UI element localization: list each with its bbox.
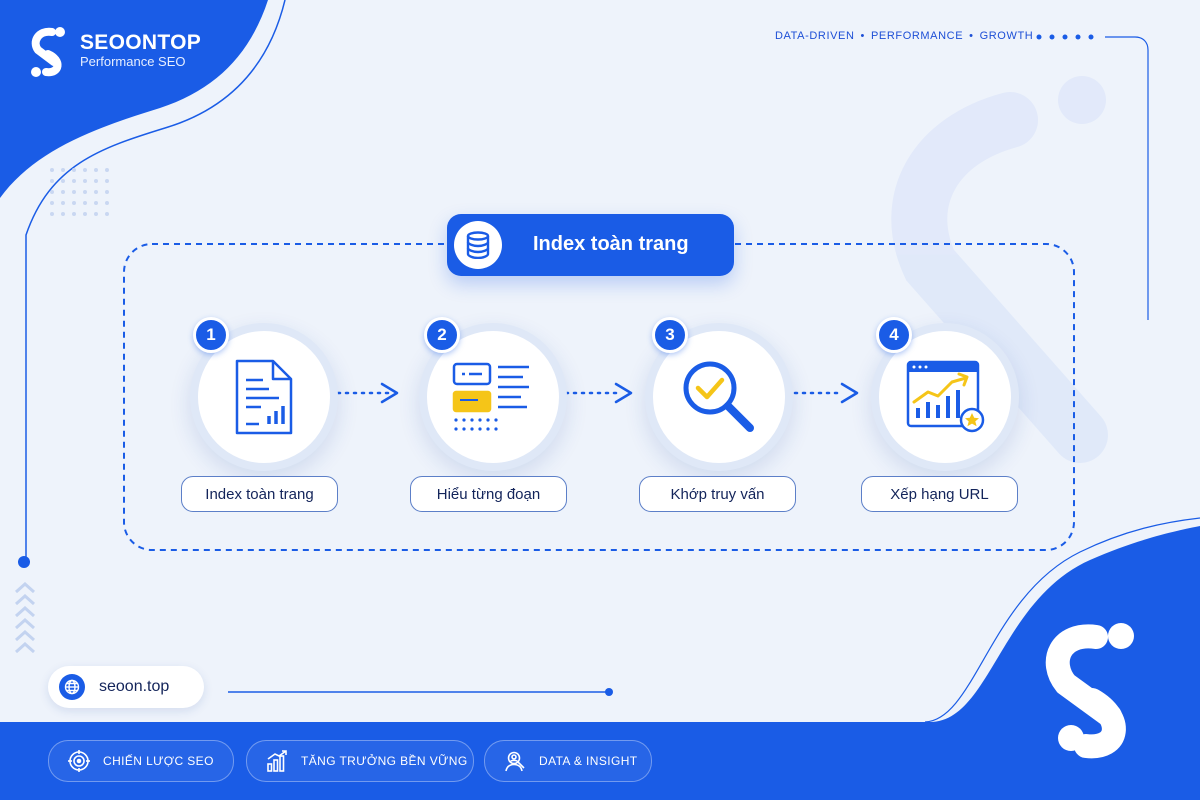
top-left-blob: [0, 0, 268, 198]
dot-grid: [50, 168, 109, 216]
step-2-number: 2: [424, 317, 460, 353]
globe-icon: [59, 674, 85, 700]
step-1-circle: [190, 323, 338, 471]
watermark-logo: [891, 92, 1108, 463]
text-sections-icon: [452, 362, 529, 431]
step-2-label: Hiểu từng đoạn: [410, 476, 567, 512]
brand-name: SEOONTOP: [80, 31, 202, 54]
website-link[interactable]: seoon.top: [48, 666, 204, 708]
step-4-circle: [871, 323, 1019, 471]
user-insight-icon: [503, 749, 527, 773]
diagram-title-pill: Index toàn trang: [447, 214, 734, 276]
tag-growth: GROWTH: [979, 30, 1034, 42]
growth-chart-icon: [265, 749, 289, 773]
top-right-dots: [1036, 34, 1094, 40]
feature-data-insight: DATA & INSIGHT: [484, 740, 652, 782]
step-1-number: 1: [193, 317, 229, 353]
step-3-number: 3: [652, 317, 688, 353]
brand-mark-large: [1045, 624, 1122, 728]
document-chart-icon: [235, 359, 293, 435]
diagram-title: Index toàn trang: [533, 233, 689, 255]
step-4-number: 4: [876, 317, 912, 353]
feature-sustainable-growth: TĂNG TRƯỞNG BỀN VỮNG: [246, 740, 474, 782]
brand-mark-icon: [31, 27, 65, 77]
feature-seo-strategy-label: CHIẾN LƯỢC SEO: [103, 754, 214, 768]
step-connectors: [336, 382, 859, 404]
step-4-label: Xếp hạng URL: [861, 476, 1018, 512]
step-3-label: Khớp truy vấn: [639, 476, 796, 512]
target-icon: [67, 749, 91, 773]
ranking-chart-icon: [906, 360, 985, 433]
tag-data-driven: DATA-DRIVEN: [775, 30, 855, 42]
top-tagline: DATA-DRIVEN•PERFORMANCE•GROWTH: [775, 30, 1034, 42]
brand-tagline: Performance SEO: [80, 54, 186, 69]
magnifier-check-icon: [683, 361, 754, 432]
bottom-band: [0, 526, 1200, 800]
step-1-label: Index toàn trang: [181, 476, 338, 512]
website-url: seoon.top: [99, 678, 170, 695]
top-left-outline: [25, 0, 286, 560]
bottom-outline: [924, 517, 1200, 723]
feature-seo-strategy: CHIẾN LƯỢC SEO: [48, 740, 234, 782]
brand-logo[interactable]: SEOONTOP Performance SEO: [22, 22, 201, 80]
database-icon: [454, 221, 502, 269]
feature-data-insight-label: DATA & INSIGHT: [539, 754, 638, 768]
chevron-stack: [15, 581, 35, 654]
feature-sustainable-growth-label: TĂNG TRƯỞNG BỀN VỮNG: [301, 754, 468, 768]
tag-performance: PERFORMANCE: [870, 30, 964, 42]
